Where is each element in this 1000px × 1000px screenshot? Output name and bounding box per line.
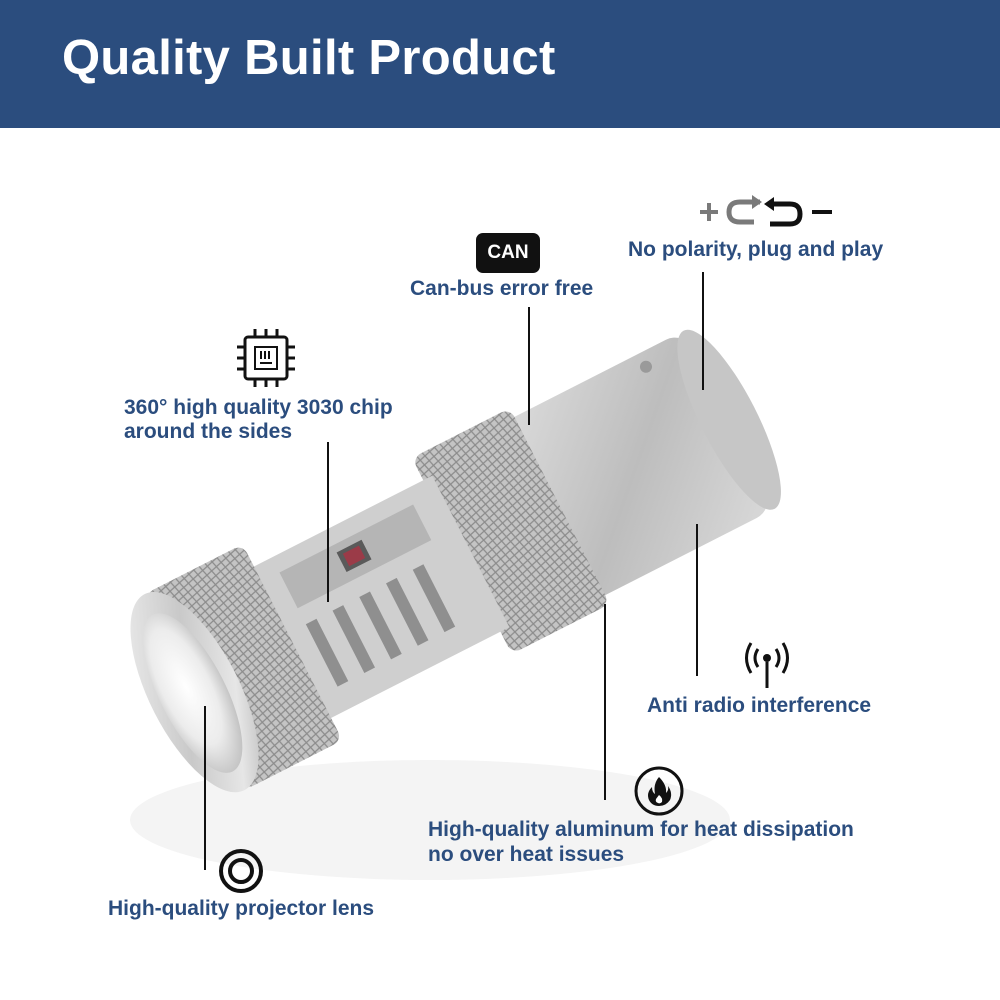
lens-icon bbox=[219, 849, 263, 893]
polarity-pointer-line bbox=[702, 272, 704, 390]
header-banner: Quality Built Product bbox=[0, 0, 1000, 128]
heat-pointer-line bbox=[604, 604, 606, 800]
polarity-label: No polarity, plug and play bbox=[628, 238, 884, 261]
canbus-label: Can-bus error free bbox=[410, 277, 594, 300]
can-badge: CAN bbox=[476, 233, 540, 273]
radio-pointer-line bbox=[696, 524, 698, 676]
lens-label: High-quality projector lens bbox=[108, 897, 375, 920]
radio-label: Anti radio interference bbox=[647, 694, 872, 717]
led-bulb-image bbox=[130, 329, 781, 880]
chip-label-line2: around the sides bbox=[124, 420, 293, 443]
lens-pointer-line bbox=[204, 706, 206, 870]
heat-label-line2: no over heat issues bbox=[428, 843, 625, 866]
canbus-pointer-line bbox=[528, 307, 530, 425]
page-title: Quality Built Product bbox=[62, 31, 556, 85]
chip-icon bbox=[237, 329, 295, 387]
heat-label-line1: High-quality aluminum for heat dissipati… bbox=[428, 818, 854, 841]
chip-pointer-line bbox=[327, 442, 329, 602]
polarity-icon bbox=[700, 195, 832, 227]
chip-label-line1: 360° high quality 3030 chip bbox=[124, 396, 393, 419]
flame-icon bbox=[634, 766, 684, 816]
antenna-icon bbox=[745, 642, 789, 688]
